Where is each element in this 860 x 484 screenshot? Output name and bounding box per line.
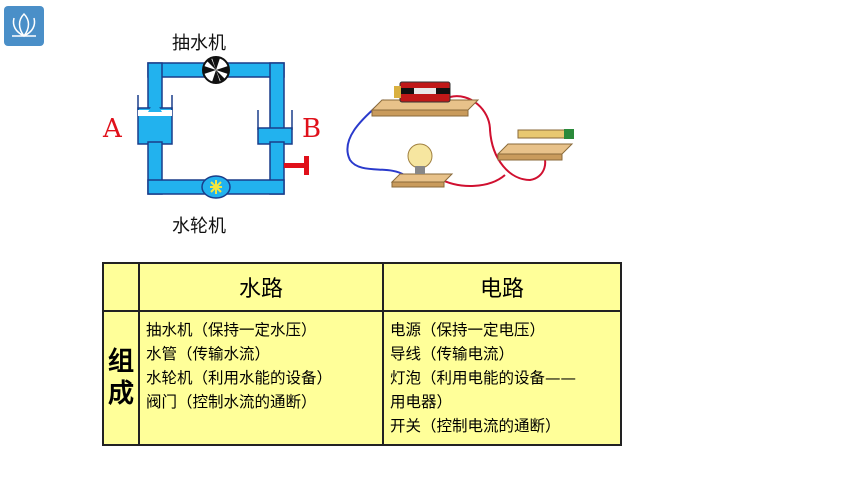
app-logo [4,6,44,46]
row-header-composition: 组成 [102,310,140,446]
list-item: 水管（传输水流） [146,345,271,363]
electric-circuit-diagram [346,81,574,188]
list-item: 开关（控制电流的通断） [390,417,561,435]
battery-icon [370,81,480,117]
label-b: B [302,114,322,144]
list-item: 抽水机（保持一定水压） [146,321,317,339]
list-item: 水轮机（利用水能的设备） [146,369,333,387]
water-items: 抽水机（保持一定水压） 水管（传输水流） 水轮机（利用水能的设备） 阀门（控制水… [138,310,384,446]
table-corner [102,262,140,312]
header-circuit: 电路 [382,262,622,312]
water-circuit-diagram [137,56,309,199]
list-item: 电源（保持一定电压） [390,321,546,339]
bulb-icon [390,143,454,188]
turbine-icon [201,175,231,199]
label-a: A [103,114,122,144]
list-item: 阀门（控制水流的通断） [146,393,317,411]
comparison-table: 水路 电路 组成 抽水机（保持一定水压） 水管（传输水流） 水轮机（利用水能的设… [102,262,622,446]
list-item: 用电器） [390,393,453,411]
circuit-items: 电源（保持一定电压） 导线（传输电流） 灯泡（利用电能的设备—— 用电器） 开关… [382,310,622,446]
header-water: 水路 [138,262,384,312]
turbine-label: 水轮机 [172,216,226,237]
switch-icon [496,129,574,161]
pump-icon [202,56,230,84]
pump-label: 抽水机 [172,33,226,54]
list-item: 导线（传输电流） [390,345,515,363]
row-header-text: 组成 [107,347,134,409]
list-item: 灯泡（利用电能的设备—— [390,369,577,387]
